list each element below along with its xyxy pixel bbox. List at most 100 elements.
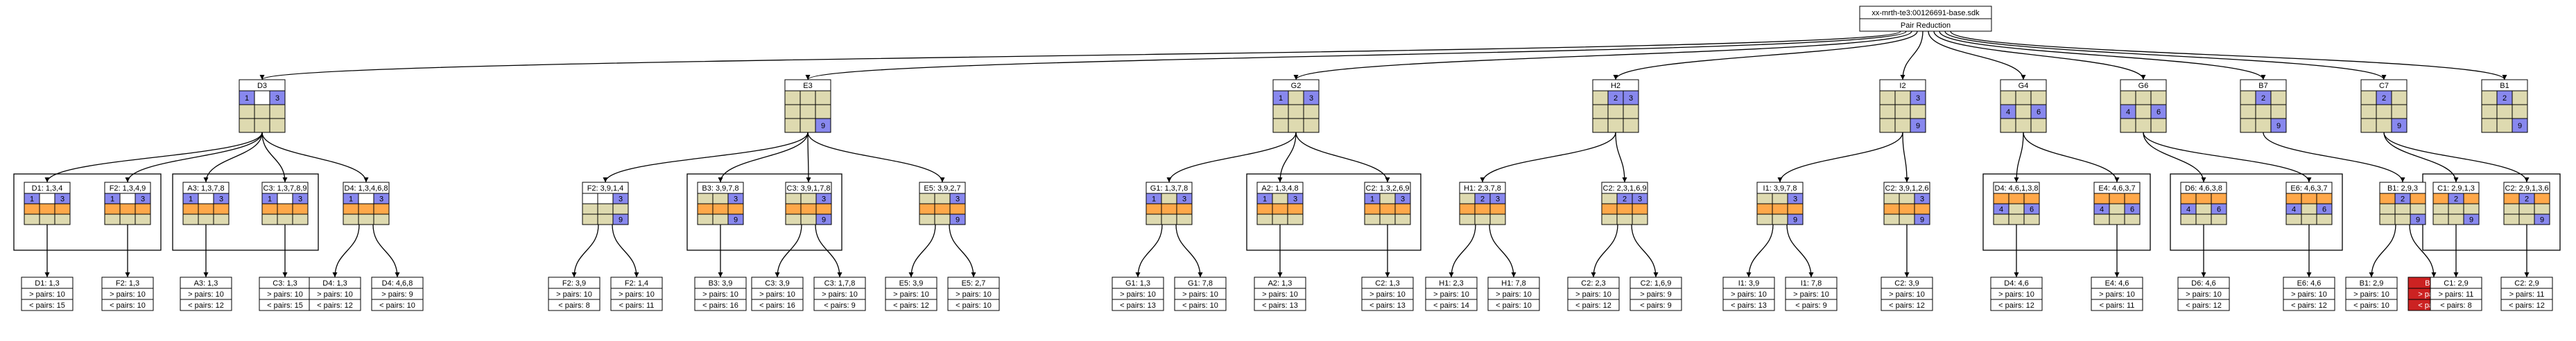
node-label: E6: 4,6,3,7 [2290, 184, 2327, 193]
grid-cell [213, 203, 230, 215]
grid-cell [2432, 203, 2449, 215]
leaf-label: C3: 1,7,8 [824, 279, 856, 288]
leaf-node: C1: 2,9> pairs: 11< pairs: 8 [2430, 277, 2482, 311]
grid-cell [2410, 213, 2426, 225]
grid-cell [612, 213, 629, 225]
tree-edge [1279, 132, 1297, 183]
grid-cell [2120, 118, 2136, 133]
grid-cell [292, 203, 309, 215]
grid-cell [2270, 104, 2287, 119]
grid-cell [2512, 104, 2528, 119]
grid-cell [1914, 213, 1930, 225]
tree-edge [777, 224, 802, 278]
grid-cell [2448, 213, 2464, 225]
candidate-digit: 3 [275, 94, 279, 103]
arrow-head [125, 272, 130, 277]
node-label: D4: 1,3,4,6,8 [345, 184, 388, 193]
grid-cell [2180, 213, 2197, 225]
grid-cell [2432, 213, 2449, 225]
grid-cell [2255, 118, 2272, 133]
leaf-node: D4: 4,6> pairs: 10< pairs: 12 [1990, 277, 2043, 311]
grid-cell [2463, 203, 2480, 215]
leaf-label: I1: 7,8 [1801, 279, 1822, 288]
candidate-digit: 1 [1279, 94, 1283, 103]
grid-cell [1592, 90, 1609, 105]
grid-cell [1601, 193, 1618, 204]
grid-cell [582, 213, 598, 225]
grid-cell [1616, 203, 1633, 215]
leaf-node: B3: 3,9> pairs: 10< pairs: 16 [694, 277, 747, 311]
tree-edge [334, 224, 360, 278]
arrow-head [44, 272, 50, 277]
leaf-label: D4: 1,3 [322, 279, 347, 288]
candidate-digit: 1 [1152, 195, 1156, 204]
leaf-node: E5: 2,7> pairs: 10< pairs: 10 [947, 277, 1000, 311]
grid-cell [2410, 203, 2426, 215]
grid-cell [2410, 193, 2426, 204]
leaf-node: E6: 4,6> pairs: 10< pairs: 12 [2283, 277, 2335, 311]
arrow-head [1277, 272, 1283, 277]
arrow-head [1653, 272, 1659, 277]
leaf-node: A2: 1,3> pairs: 10< pairs: 13 [1254, 277, 1306, 311]
grid-cell [2391, 104, 2408, 119]
stage2-node: F2: 3,9,1,439 [582, 182, 629, 225]
tree-edge [2016, 132, 2024, 183]
grid-cell [182, 213, 199, 225]
arrow-head [718, 272, 723, 277]
tree-edge [205, 132, 263, 183]
arrow-head [1746, 272, 1752, 277]
grid-cell [2109, 193, 2125, 204]
tree-edge [1939, 30, 2264, 80]
grid-cell [2015, 118, 2032, 133]
grid-cell [213, 213, 230, 225]
arrow-head [2201, 272, 2206, 277]
candidate-digit: 3 [956, 195, 960, 204]
leaf-node: F2: 1,3> pairs: 10< pairs: 10 [101, 277, 154, 311]
grid-cell [1879, 118, 1896, 133]
leaf-stat: > pairs: 10 [619, 290, 655, 299]
stage2-node: C2: 2,9,1,3,629 [2503, 182, 2550, 225]
grid-cell [1474, 203, 1491, 215]
leaf-stat: < pairs: 13 [1120, 301, 1156, 310]
node-label: B1 [2500, 82, 2509, 90]
arrow-head [44, 177, 50, 182]
candidate-digit: 9 [2540, 216, 2544, 225]
grid-cell [2270, 90, 2287, 105]
grid-cell [54, 203, 71, 215]
grid-cell [1459, 193, 1476, 204]
grid-cell [1146, 213, 1162, 225]
grid-cell [2391, 118, 2408, 133]
grid-cell [1879, 90, 1896, 105]
grid-cell [1623, 118, 1639, 133]
node-label: D3 [257, 82, 267, 90]
leaf-stat: < pairs: 9 [1795, 301, 1827, 310]
arrow-head [1277, 177, 1283, 182]
candidate-digit: 2 [2525, 195, 2529, 204]
leaf-stat: < pairs: 15 [267, 301, 303, 310]
cluster-frame [686, 173, 842, 251]
candidate-digit: 9 [2416, 216, 2420, 225]
leaf-label: F2: 3,9 [562, 279, 586, 288]
candidate-digit: 2 [2502, 94, 2507, 103]
grid-cell [612, 203, 629, 215]
tree-edge [261, 132, 286, 183]
arrow-head [837, 272, 842, 277]
candidate-digit: 6 [2037, 108, 2041, 116]
arrow-head [2524, 272, 2530, 277]
candidate-digit: 1 [245, 94, 249, 103]
arrow-head [363, 177, 369, 182]
leaf-label: I1: 3,9 [1738, 279, 1760, 288]
leaf-stat: > pairs: 10 [188, 290, 224, 299]
leaf-label: C2: 1,3 [1375, 279, 1399, 288]
grid-cell [1894, 104, 1911, 119]
grid-cell [582, 203, 598, 215]
candidate-digit: 4 [2100, 206, 2104, 214]
leaf-stat: > pairs: 10 [1998, 290, 2034, 299]
grid-cell [198, 203, 214, 215]
leaf-label: C3: 1,3 [273, 279, 297, 288]
grid-cell [815, 104, 831, 119]
arrow-head [2114, 272, 2120, 277]
grid-cell [1787, 213, 1804, 225]
